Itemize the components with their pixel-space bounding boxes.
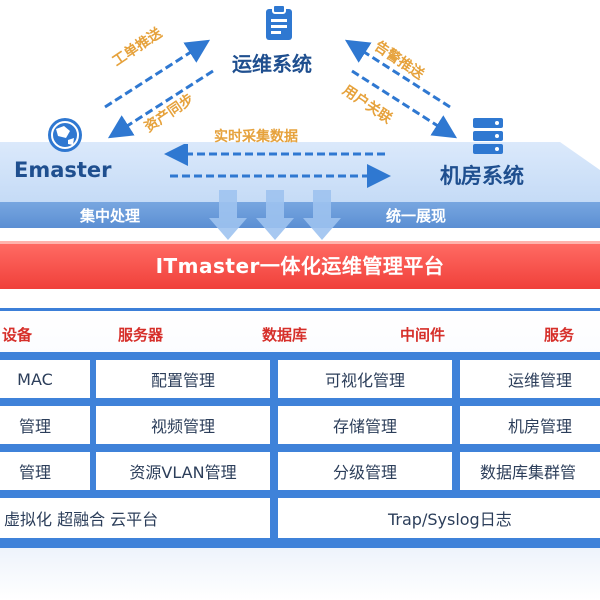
room-system-label: 机房系统: [440, 164, 524, 188]
category-service: 服务: [544, 326, 575, 344]
realtime-data-label: 实时采集数据: [214, 129, 298, 145]
platform-title: ITmaster一体化运维管理平台: [155, 254, 445, 278]
emaster-label: Emaster: [14, 158, 112, 182]
clipboard-icon: [266, 4, 292, 40]
bottom-fade: [0, 548, 600, 600]
module-label: 资源VLAN管理: [129, 463, 237, 482]
platform-bar: ITmaster一体化运维管理平台: [0, 241, 600, 289]
left-flow-arrows: [104, 39, 214, 139]
category-server: 服务器: [118, 326, 164, 344]
platform-slab: [0, 142, 600, 240]
module-cell: 可视化管理: [278, 360, 452, 398]
module-cell: 运维管理: [460, 360, 600, 398]
right-flow-arrows: [344, 39, 458, 139]
module-label: 管理: [18, 463, 51, 482]
module-label: 管理: [18, 417, 51, 436]
globe-icon: [48, 118, 82, 152]
module-cell: 资源VLAN管理: [96, 452, 270, 490]
category-middleware: 中间件: [400, 326, 446, 344]
module-label: 机房管理: [507, 417, 572, 436]
module-cell: 数据库集群管: [460, 452, 600, 490]
module-label: 可视化管理: [324, 371, 405, 390]
server-icon: [473, 118, 503, 154]
module-label: 数据库集群管: [480, 463, 577, 482]
category-database: 数据库: [262, 326, 308, 344]
module-cell: Trap/Syslog日志: [278, 498, 600, 538]
module-label: 运维管理: [507, 371, 572, 390]
module-cell: 分级管理: [278, 452, 452, 490]
module-cell: MAC: [0, 360, 90, 398]
module-cell: 存储管理: [278, 406, 452, 444]
module-cell: 机房管理: [460, 406, 600, 444]
module-label: 存储管理: [332, 417, 397, 436]
module-label: 配置管理: [150, 371, 215, 390]
module-label: MAC: [17, 369, 53, 389]
module-cell: 视频管理: [96, 406, 270, 444]
module-label: 虚拟化 超融合 云平台: [4, 510, 159, 529]
unified-display-label: 统一展现: [386, 207, 447, 225]
module-cell: 配置管理: [96, 360, 270, 398]
module-label: 视频管理: [150, 417, 215, 436]
module-cell: 管理: [0, 452, 90, 490]
module-cell: 管理: [0, 406, 90, 444]
ops-system-label: 运维系统: [232, 52, 312, 76]
module-label: 分级管理: [332, 463, 397, 482]
realtime-arrows: [164, 144, 391, 188]
module-cell: 虚拟化 超融合 云平台: [0, 498, 270, 538]
module-label: Trap/Syslog日志: [388, 510, 512, 529]
down-arrows: [209, 190, 341, 240]
category-device: 设备: [2, 326, 33, 344]
modules-grid: MAC 配置管理 可视化管理 运维管理 管理 视频管理 存储管理 机房管理 管理…: [0, 352, 600, 548]
centralized-processing-label: 集中处理: [80, 207, 141, 225]
